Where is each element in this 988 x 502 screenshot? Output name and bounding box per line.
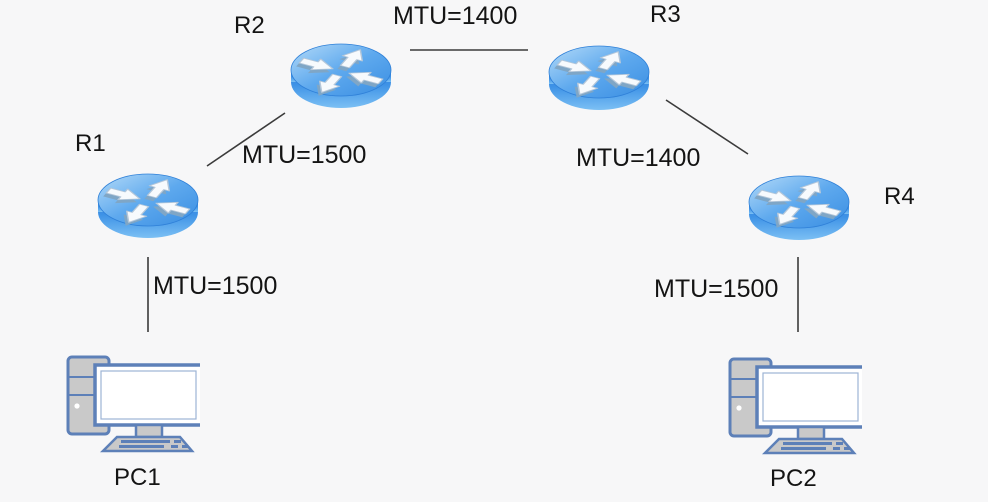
node-label-r2: R2 [234, 12, 265, 39]
node-label-r1: R1 [75, 130, 106, 157]
router-icon [286, 40, 396, 112]
node-pc1 [64, 353, 200, 453]
link-label-r2-r3: MTU=1400 [393, 2, 518, 30]
node-r2 [286, 40, 396, 112]
node-label-pc1: PC1 [114, 464, 161, 491]
link-label-r3-r4: MTU=1400 [576, 144, 701, 172]
router-icon [744, 172, 854, 244]
link-line-r1-r2 [206, 112, 286, 167]
link-label-pc1-r1: MTU=1500 [153, 272, 278, 300]
node-r3 [544, 42, 654, 114]
node-label-r3: R3 [650, 1, 681, 28]
node-label-pc2: PC2 [770, 465, 817, 492]
link-label-r4-pc2: MTU=1500 [654, 275, 779, 303]
node-label-r4: R4 [884, 183, 915, 210]
link-label-r1-r2: MTU=1500 [242, 141, 367, 169]
link-line-r3-r4 [665, 99, 749, 155]
router-icon [93, 170, 203, 242]
node-pc2 [726, 355, 862, 455]
desktop-pc-icon [728, 357, 862, 455]
router-icon [544, 42, 654, 114]
desktop-pc-icon [66, 355, 200, 453]
node-r4 [744, 172, 854, 244]
node-r1 [93, 170, 203, 242]
